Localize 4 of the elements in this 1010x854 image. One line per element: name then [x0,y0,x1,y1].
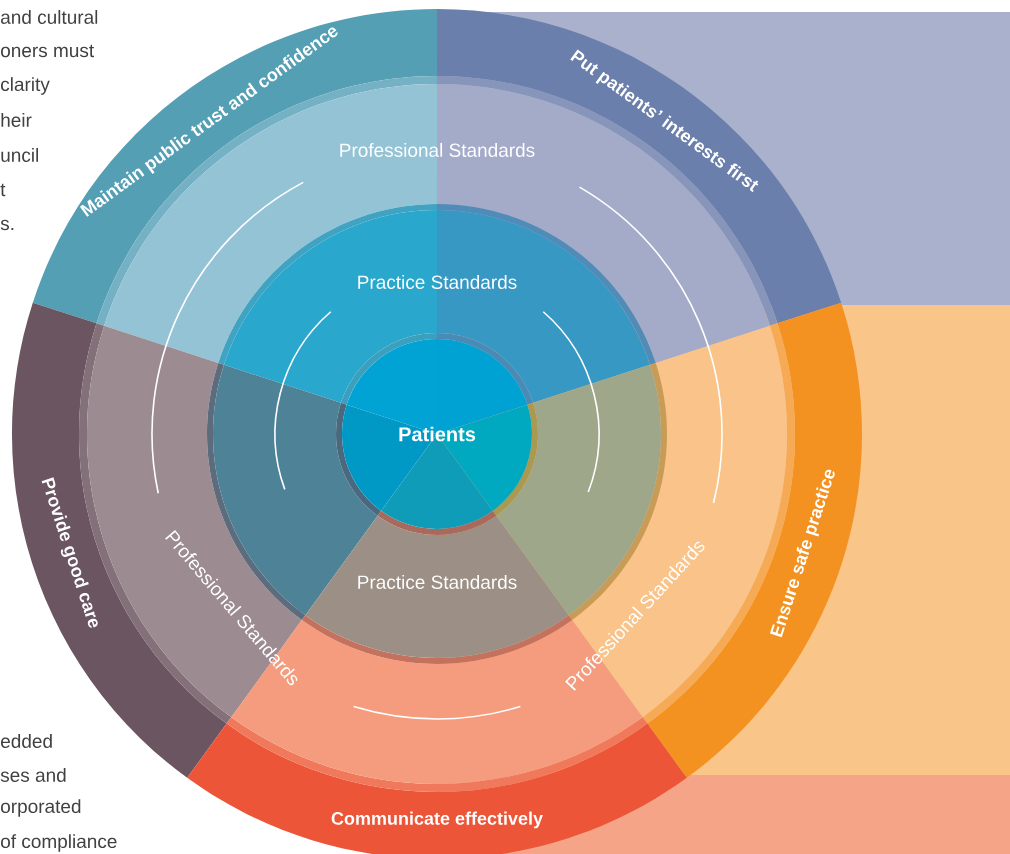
body-text: of compliance [1,834,117,852]
body-text: s. [0,219,14,231]
body-text: t [0,183,6,197]
body-text: orporated [1,799,81,817]
